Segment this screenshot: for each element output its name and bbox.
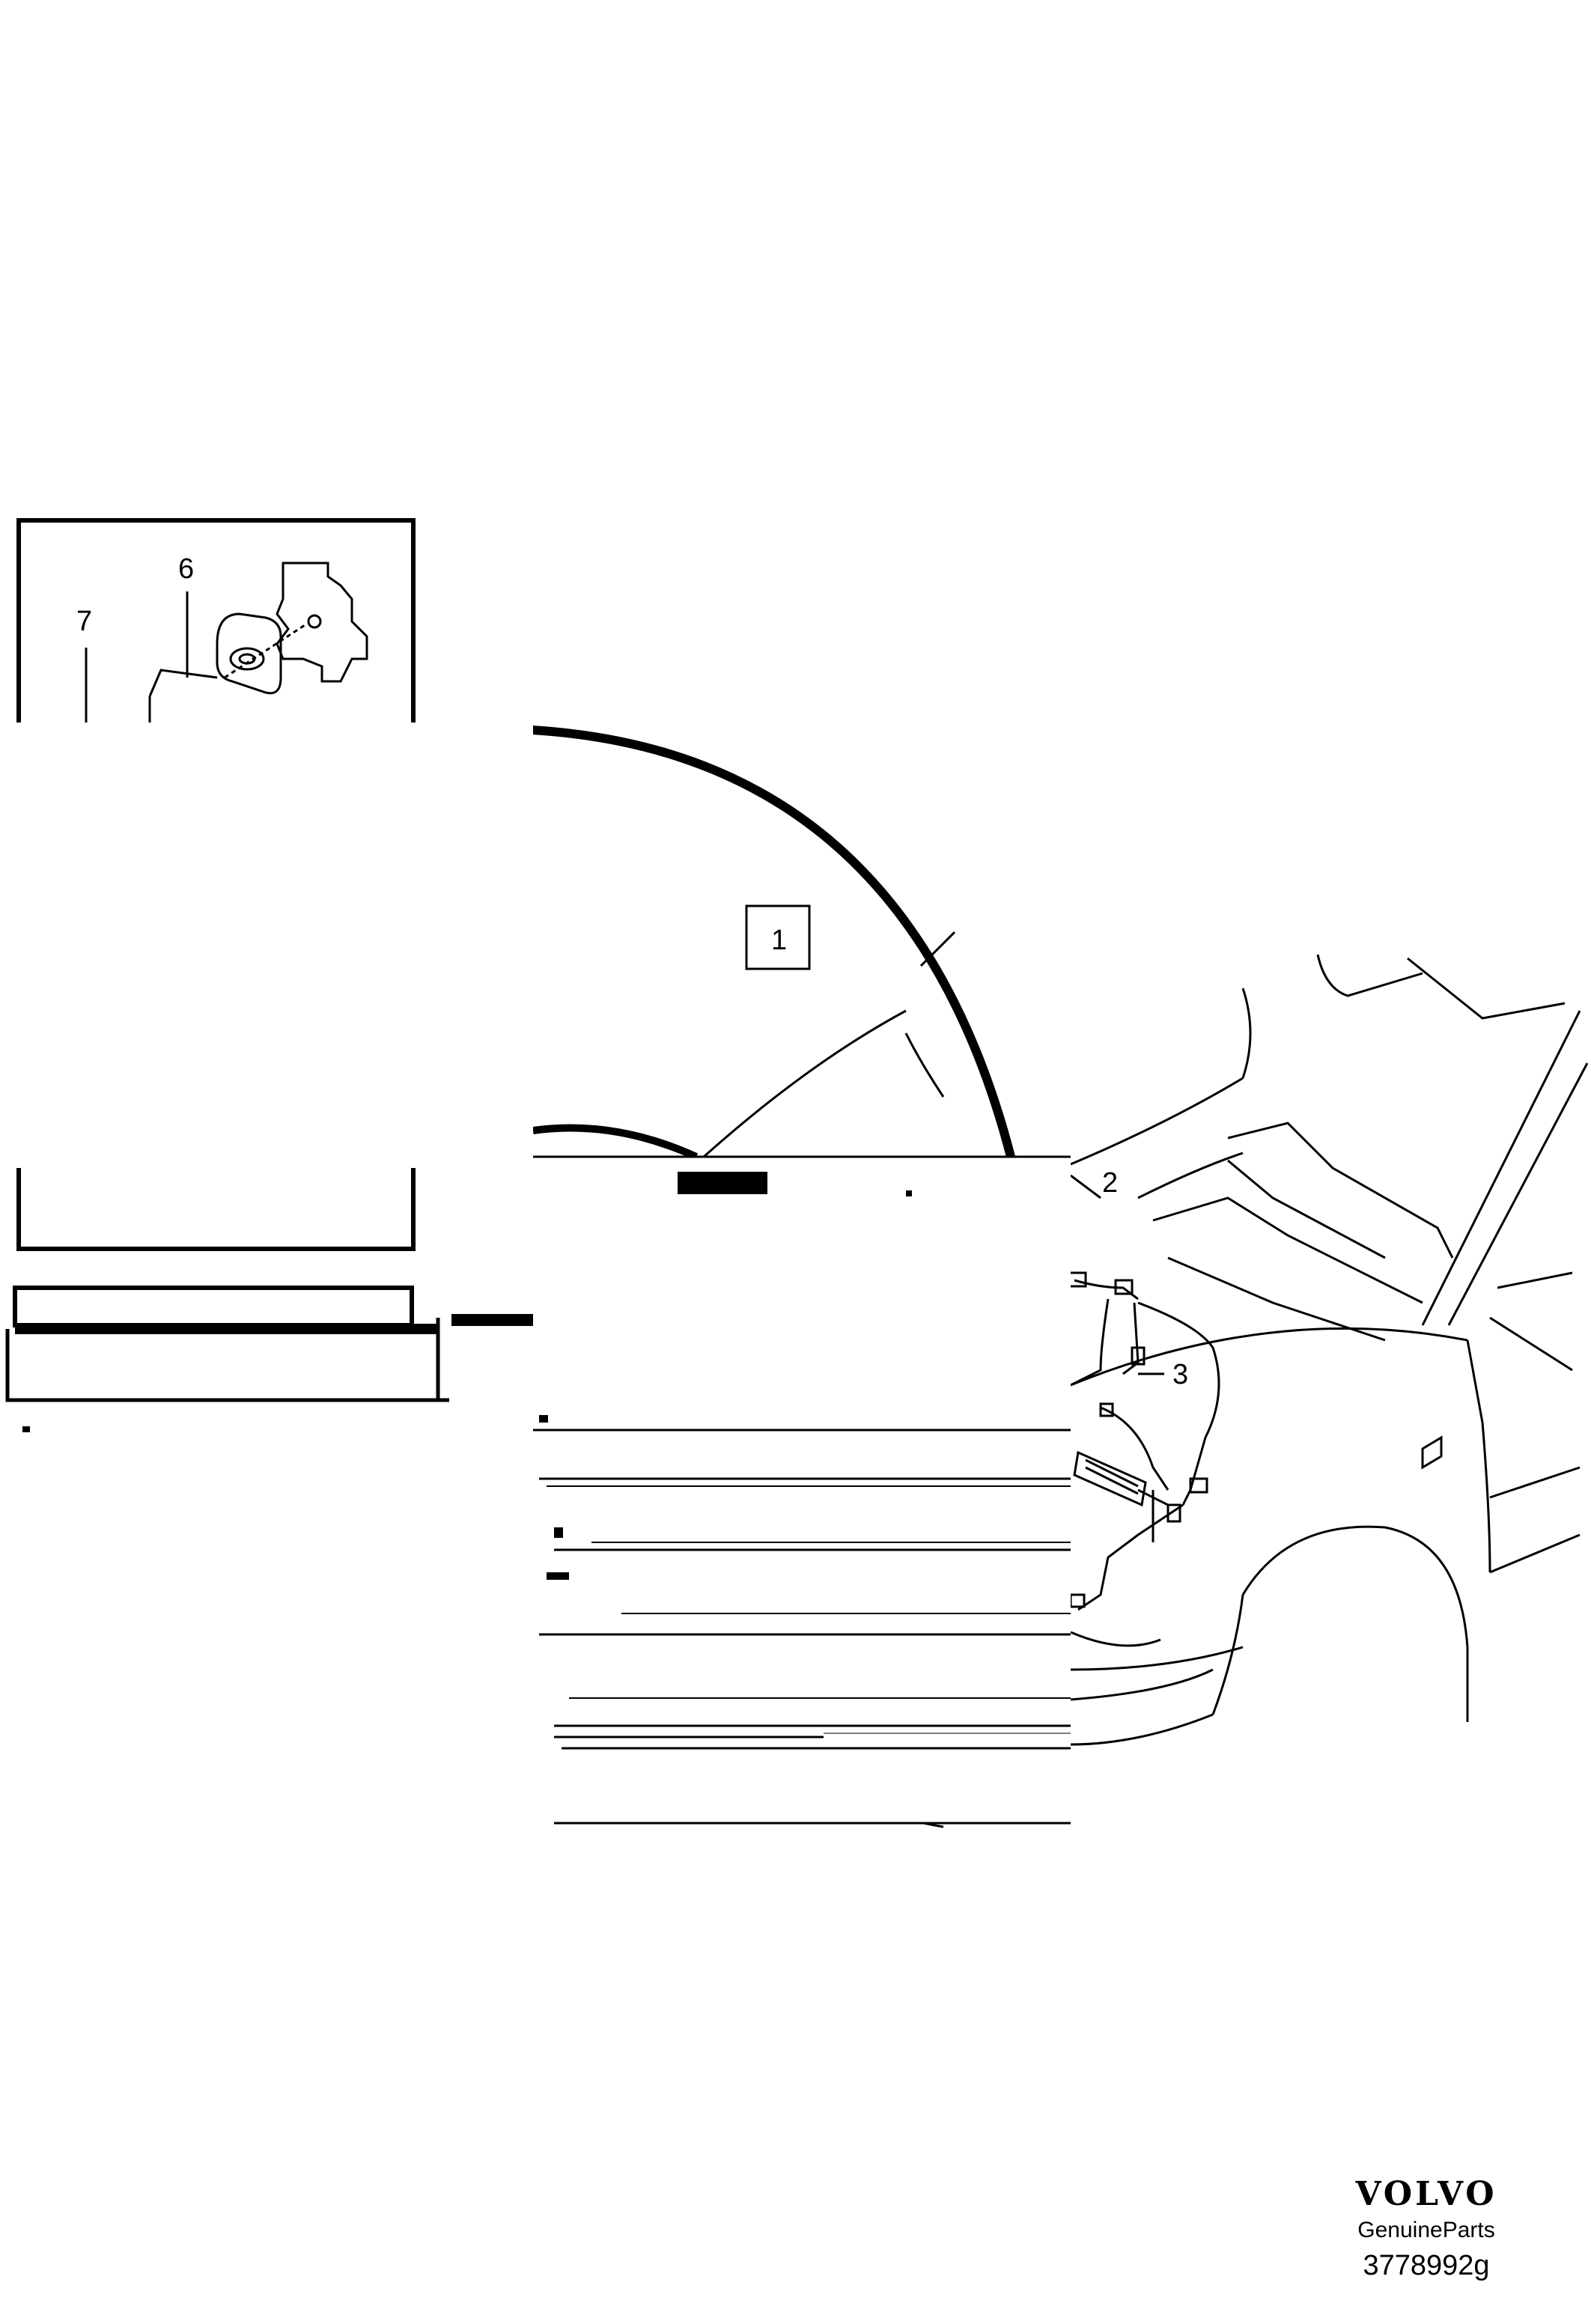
lower-panel-fragment bbox=[5, 1286, 534, 1402]
callout-6: 6 bbox=[178, 553, 194, 585]
fender-arc bbox=[531, 726, 1015, 1161]
inset-detail-frame bbox=[16, 518, 416, 1251]
car-body bbox=[703, 931, 1589, 1828]
callout-1-box bbox=[745, 904, 811, 970]
callout-2: 2 bbox=[1102, 1167, 1118, 1199]
masked-region bbox=[0, 723, 1071, 1825]
callout-7: 7 bbox=[76, 606, 92, 637]
volvo-logo: VOLVO bbox=[1355, 2175, 1497, 2213]
wiring-harness bbox=[1051, 1178, 1220, 1611]
brand-subtitle: GenuineParts bbox=[1357, 2218, 1495, 2242]
callout-3: 3 bbox=[1172, 1359, 1188, 1390]
callout-1: 1 bbox=[771, 925, 787, 956]
bracket-detail bbox=[85, 562, 368, 723]
diagram-id: 3778992g bbox=[1363, 2250, 1490, 2281]
